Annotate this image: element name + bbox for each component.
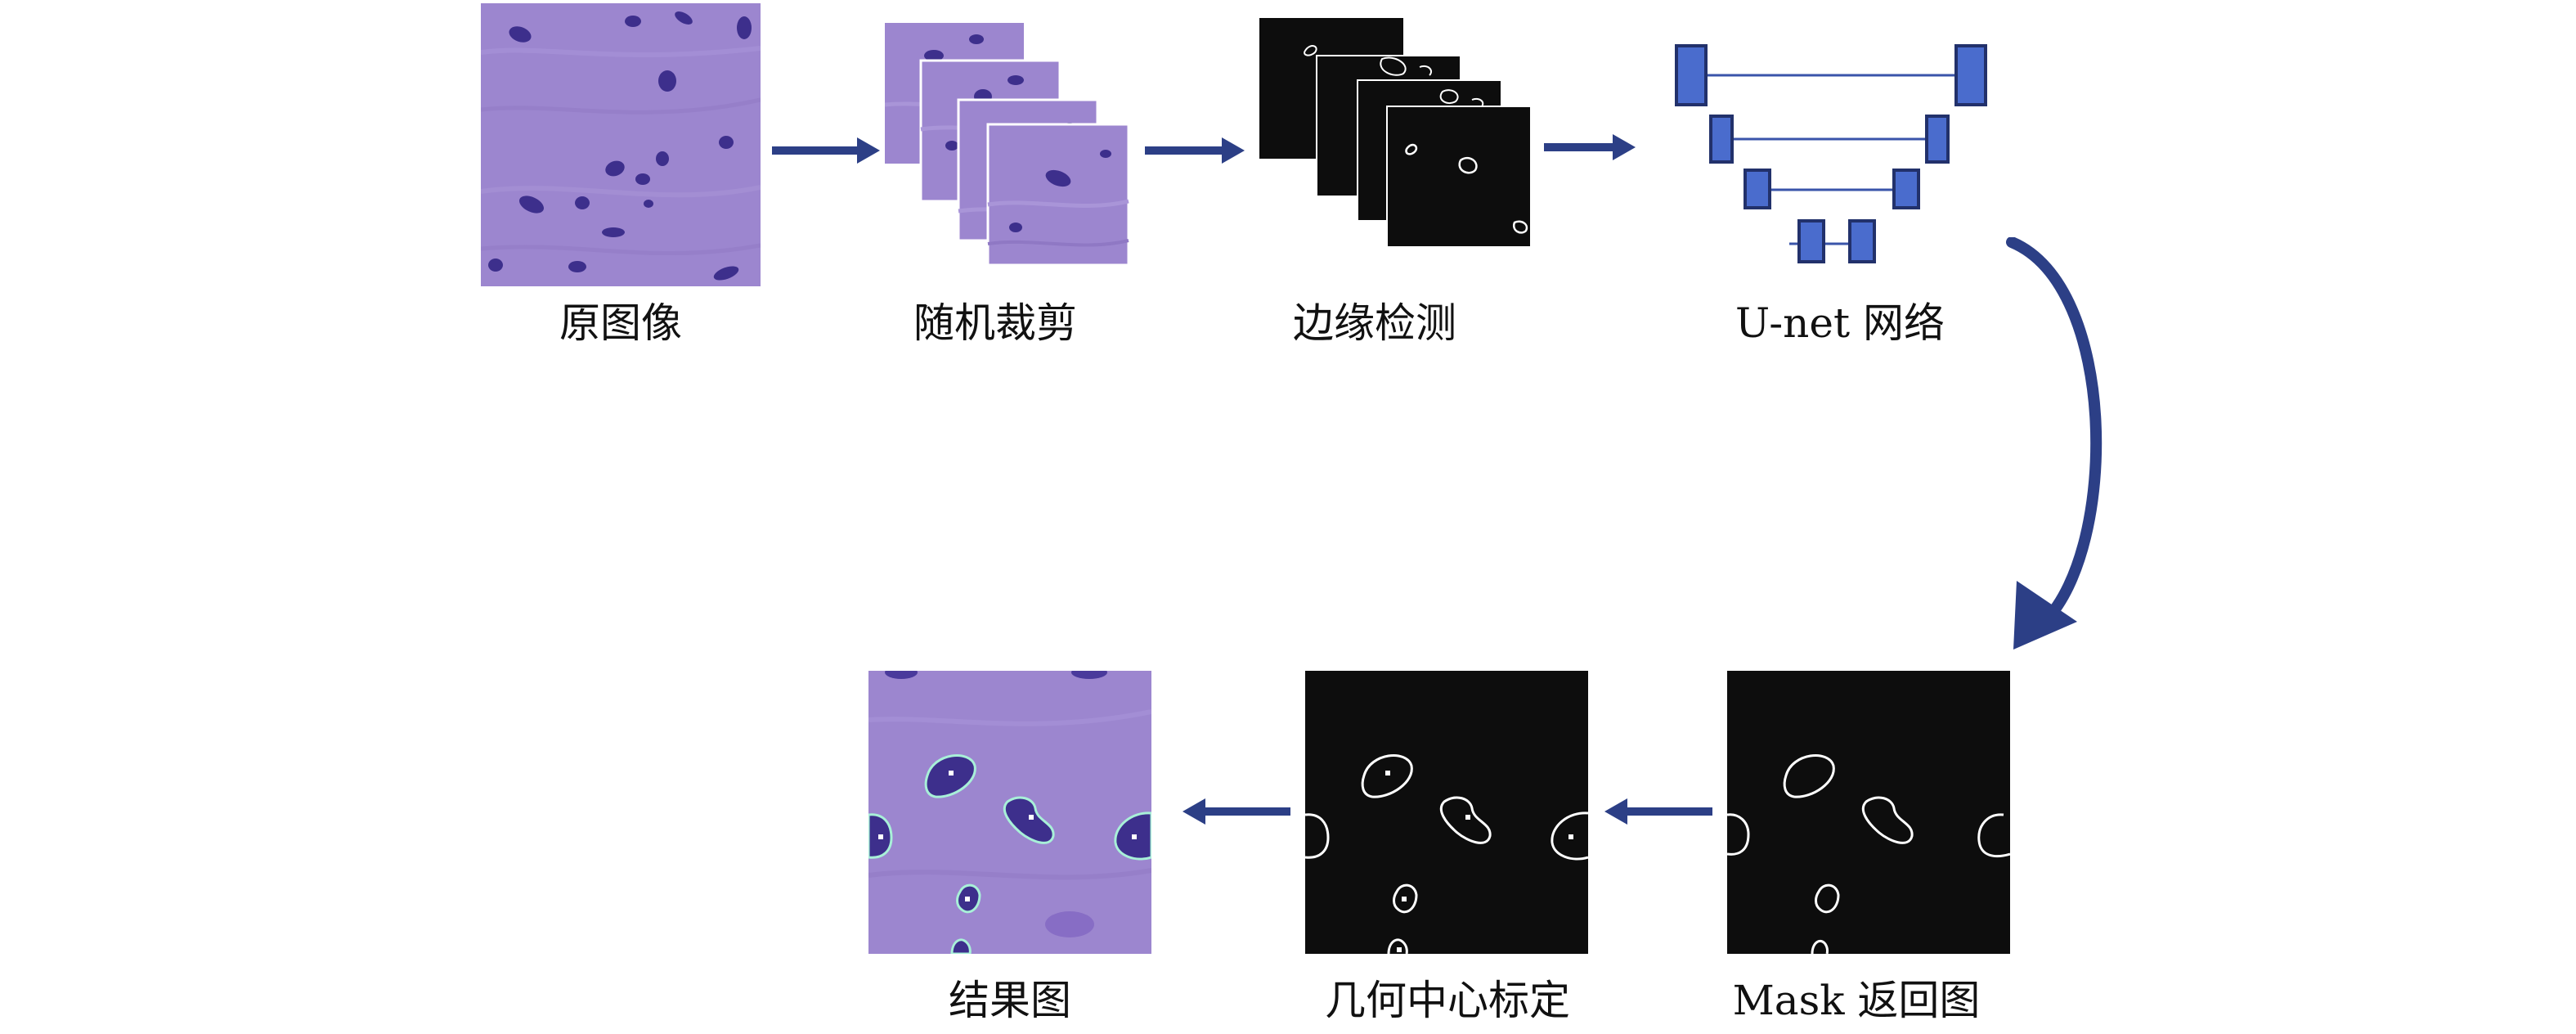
arrow-left-icon [1603, 797, 1712, 826]
result-image [868, 671, 1151, 954]
result-label: 结果图 [949, 977, 1071, 1024]
arrow-right-icon [1145, 136, 1246, 165]
edge-stack [1259, 18, 1534, 249]
center-label: 几何中心标定 [1325, 977, 1570, 1024]
arrow-right-icon [1544, 133, 1637, 162]
curved-arrow-down-icon [1995, 237, 2118, 663]
unet-diagram [1668, 39, 1995, 268]
arrow-left-icon [1181, 797, 1290, 826]
edge-label: 边缘检测 [1293, 299, 1456, 347]
unet-label: U-net 网络 [1735, 299, 1945, 347]
mask-label: Mask 返回图 [1732, 977, 1981, 1024]
arrow-right-icon [772, 136, 882, 165]
original-image [481, 3, 761, 286]
crop-stack [885, 23, 1132, 267]
mask-image [1727, 671, 2010, 954]
original-image-label: 原图像 [559, 299, 682, 347]
crop-label: 随机裁剪 [913, 299, 1077, 347]
center-image [1305, 671, 1588, 954]
